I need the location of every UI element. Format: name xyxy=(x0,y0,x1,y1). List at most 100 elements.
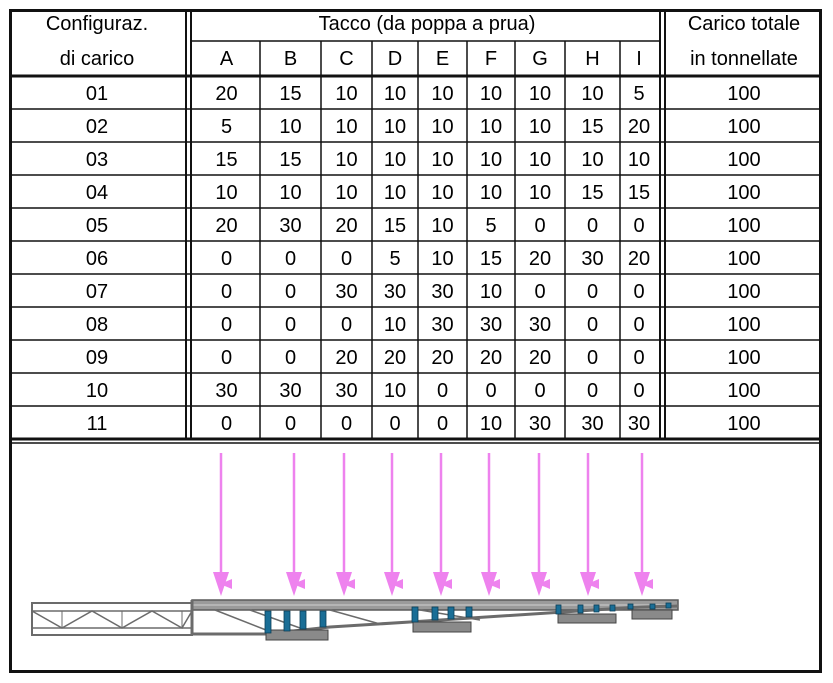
total-cell: 100 xyxy=(727,314,760,336)
load-arrowhead xyxy=(634,572,650,596)
config-cell: 02 xyxy=(86,116,108,138)
heel-value-cell: 0 xyxy=(437,380,448,402)
heel-value-cell: 0 xyxy=(534,281,545,303)
heel-value-cell: 10 xyxy=(431,182,453,204)
heel-pad xyxy=(627,603,634,610)
heel-value-cell: 20 xyxy=(384,347,406,369)
heel-value-cell: 0 xyxy=(437,413,448,435)
load-arrowhead xyxy=(580,572,596,596)
config-cell: 06 xyxy=(86,248,108,270)
load-arrowhead xyxy=(286,572,302,596)
total-cell: 100 xyxy=(727,347,760,369)
heel-value-cell: 10 xyxy=(335,116,357,138)
heel-column-header-d: D xyxy=(388,48,402,70)
heel-value-cell: 15 xyxy=(279,149,301,171)
config-cell: 10 xyxy=(86,380,108,402)
heel-value-cell: 10 xyxy=(480,116,502,138)
heel-value-cell: 30 xyxy=(529,314,551,336)
total-cell: 100 xyxy=(727,380,760,402)
heel-value-cell: 15 xyxy=(480,248,502,270)
heel-value-cell: 0 xyxy=(534,380,545,402)
total-cell: 100 xyxy=(727,281,760,303)
heel-value-cell: 10 xyxy=(581,83,603,105)
heel-value-cell: 10 xyxy=(279,182,301,204)
config-header-line2: di carico xyxy=(60,48,134,70)
config-cell: 03 xyxy=(86,149,108,171)
heel-value-cell: 10 xyxy=(431,116,453,138)
heel-value-cell: 0 xyxy=(285,248,296,270)
heel-value-cell: 0 xyxy=(341,314,352,336)
heel-value-cell: 10 xyxy=(431,248,453,270)
heel-value-cell: 20 xyxy=(628,248,650,270)
heel-column-header-i: I xyxy=(636,48,642,70)
heel-value-cell: 0 xyxy=(633,347,644,369)
heel-value-cell: 30 xyxy=(529,413,551,435)
heel-value-cell: 0 xyxy=(389,413,400,435)
heel-value-cell: 10 xyxy=(480,413,502,435)
heel-value-cell: 15 xyxy=(581,116,603,138)
heel-value-cell: 10 xyxy=(480,83,502,105)
heel-value-cell: 30 xyxy=(431,281,453,303)
heel-pad xyxy=(555,604,562,615)
heel-value-cell: 0 xyxy=(485,380,496,402)
heel-value-cell: 10 xyxy=(581,149,603,171)
heel-value-cell: 15 xyxy=(628,182,650,204)
heel-value-cell: 5 xyxy=(633,83,644,105)
heel-value-cell: 20 xyxy=(431,347,453,369)
heel-value-cell: 30 xyxy=(335,281,357,303)
load-arrows xyxy=(213,453,653,596)
config-cell: 01 xyxy=(86,83,108,105)
heel-pad xyxy=(609,604,616,612)
heel-value-cell: 0 xyxy=(221,413,232,435)
total-cell: 100 xyxy=(727,182,760,204)
heel-value-cell: 0 xyxy=(221,314,232,336)
heel-value-cell: 0 xyxy=(221,281,232,303)
heel-value-cell: 15 xyxy=(215,149,237,171)
heel-value-cell: 5 xyxy=(485,215,496,237)
heel-value-cell: 30 xyxy=(215,380,237,402)
heel-pads xyxy=(264,602,672,634)
heel-value-cell: 20 xyxy=(529,347,551,369)
heel-value-cell: 0 xyxy=(534,215,545,237)
heel-value-cell: 20 xyxy=(529,248,551,270)
table-header: Configuraz. di carico Tacco (da poppa a … xyxy=(46,13,800,70)
heel-value-cell: 0 xyxy=(341,413,352,435)
heel-value-cell: 30 xyxy=(431,314,453,336)
heel-pad xyxy=(299,610,307,630)
config-cell: 08 xyxy=(86,314,108,336)
heel-value-cell: 0 xyxy=(285,314,296,336)
heel-value-cell: 0 xyxy=(285,281,296,303)
load-arrowhead xyxy=(481,572,497,596)
heel-value-cell: 20 xyxy=(628,116,650,138)
load-arrowhead xyxy=(531,572,547,596)
heel-value-cell: 10 xyxy=(480,281,502,303)
heel-pad xyxy=(431,606,439,621)
heel-pad xyxy=(447,606,455,620)
heel-column-header-c: C xyxy=(339,48,353,70)
heel-value-cell: 10 xyxy=(628,149,650,171)
heel-value-cell: 0 xyxy=(587,314,598,336)
heel-value-cell: 0 xyxy=(587,380,598,402)
heel-value-cell: 30 xyxy=(335,380,357,402)
heel-value-cell: 5 xyxy=(389,248,400,270)
heel-column-header-e: E xyxy=(436,48,449,70)
figure-frame xyxy=(9,9,822,673)
load-arrowhead xyxy=(336,572,352,596)
heel-value-cell: 30 xyxy=(581,248,603,270)
config-header-line1: Configuraz. xyxy=(46,13,148,35)
heel-value-cell: 10 xyxy=(384,149,406,171)
heel-column-header-b: B xyxy=(284,48,297,70)
heel-value-cell: 20 xyxy=(215,83,237,105)
heel-pad xyxy=(665,602,672,609)
heel-value-cell: 0 xyxy=(221,248,232,270)
heel-pad xyxy=(264,610,272,634)
bottom-beams xyxy=(265,609,673,641)
heel-value-cell: 10 xyxy=(335,83,357,105)
